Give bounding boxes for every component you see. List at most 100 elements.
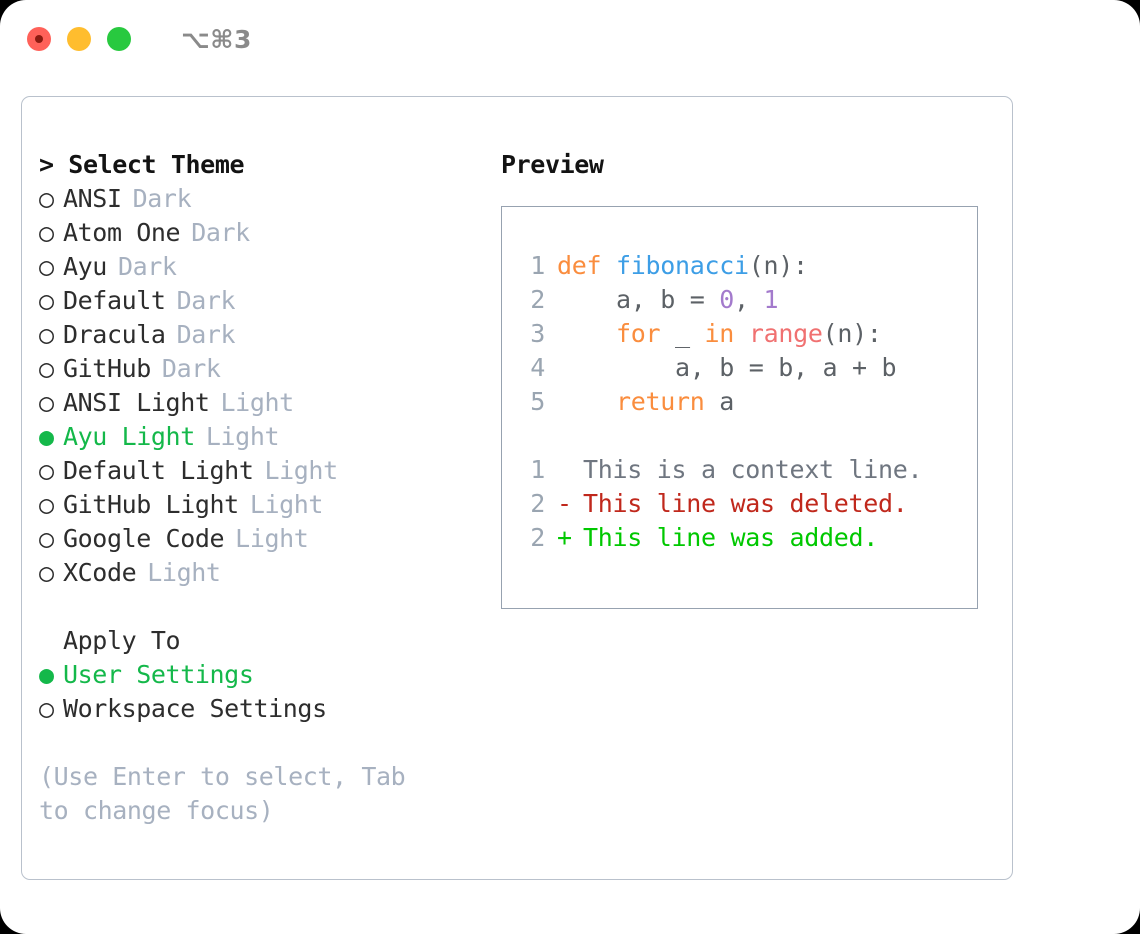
code-token-call: range [748,319,823,348]
line-number: 2 [530,489,545,518]
theme-option[interactable]: ○ Ayu Dark [39,250,479,284]
diff-marker: - [557,489,572,518]
code-token-num: 1 [763,285,779,314]
radio-unselected-icon[interactable]: ○ [39,252,54,281]
code-line: 4 a, b = b, a + b [515,351,977,385]
radio-unselected-icon[interactable]: ○ [39,694,54,723]
select-theme-heading: > Select Theme [39,150,245,179]
theme-option[interactable]: ● Ayu Light Light [39,420,479,454]
theme-option[interactable]: ○ ANSI Dark [39,182,479,216]
code-text: def fibonacci(n): [557,249,808,283]
theme-option[interactable]: ○ Dracula Dark [39,318,479,352]
diff-text: This is a context line. [583,455,923,484]
close-window-button[interactable] [27,27,51,51]
keyboard-shortcut-label: ⌥⌘3 [181,24,252,54]
theme-name-label: Ayu [63,252,107,281]
line-number: 5 [530,387,545,416]
theme-name-label: ANSI [63,184,122,213]
theme-name-label: Google Code [63,524,225,553]
radio-unselected-icon[interactable]: ○ [39,354,54,383]
preview-spacer [515,419,977,453]
theme-name-label: Dracula [63,320,166,349]
radio-selected-icon[interactable]: ● [39,660,54,689]
code-text: a, b = 0, 1 [557,283,779,317]
code-line: 5 return a [515,385,977,419]
radio-unselected-icon[interactable]: ○ [39,218,54,247]
diff-marker: + [557,523,572,552]
diff-line-ctx: 1 This is a context line. [515,453,977,487]
apply-to-option[interactable]: ● User Settings [39,658,479,692]
apply-to-label: Workspace Settings [63,694,327,723]
apply-to-list[interactable]: ● User Settings ○ Workspace Settings [39,658,479,726]
code-text: for _ in range(n): [557,317,882,351]
radio-unselected-icon[interactable]: ○ [39,490,54,519]
theme-variant-tag: Light [147,558,221,587]
diff-line-add: 2+This line was added. [515,521,977,555]
radio-unselected-icon[interactable]: ○ [39,320,54,349]
radio-unselected-icon[interactable]: ○ [39,388,54,417]
theme-variant-tag: Light [249,490,324,519]
theme-name-label: Ayu Light [63,422,195,451]
code-token-plain [557,319,616,348]
theme-name-label: Default Light [63,456,254,485]
code-token-num: 0 [719,285,735,314]
code-token-fn: fibonacci [616,251,749,280]
apply-to-label: User Settings [63,660,254,689]
window-controls [27,27,131,51]
code-text: a, b = b, a + b [557,351,897,385]
theme-variant-tag: Light [220,388,295,417]
apply-to-option[interactable]: ○ Workspace Settings [39,692,479,726]
line-number: 4 [530,353,545,382]
theme-variant-tag: Light [205,422,280,451]
title-bar: ⌥⌘3 [0,0,1140,78]
radio-selected-icon[interactable]: ● [39,422,54,451]
theme-name-label: XCode [63,558,137,587]
minimize-window-button[interactable] [67,27,91,51]
diff-text: This line was deleted. [583,489,908,518]
code-token-plain [557,387,616,416]
theme-variant-tag: Dark [176,320,236,349]
code-token-plain: (n): [748,251,808,280]
code-token-kw: in [704,319,735,348]
line-number: 2 [530,285,545,314]
theme-name-label: GitHub [63,354,151,383]
code-token-kw: for [616,319,661,348]
theme-variant-tag: Dark [132,184,192,213]
theme-variant-tag: Light [264,456,338,485]
maximize-window-button[interactable] [107,27,131,51]
code-token-kw: def [557,251,617,280]
code-line: 3 for _ in range(n): [515,317,977,351]
diff-marker [557,453,583,487]
code-token-plain [734,319,749,348]
code-token-plain: a, b = [557,285,720,314]
apply-to-section: Apply To ●User Settings○Workspace Settin… [39,624,479,726]
radio-unselected-icon[interactable]: ○ [39,286,54,315]
code-token-plain: , [734,285,764,314]
code-line: 2 a, b = 0, 1 [515,283,977,317]
radio-unselected-icon[interactable]: ○ [39,558,54,587]
radio-unselected-icon[interactable]: ○ [39,524,54,553]
diff-preview: 1 This is a context line.2-This line was… [515,453,977,555]
keyboard-hint-text: (Use Enter to select, Tab to change focu… [39,762,406,825]
preview-heading: Preview [501,150,604,179]
line-number: 2 [530,523,545,552]
theme-option[interactable]: ○ XCode Light [39,556,479,590]
theme-variant-tag: Dark [117,252,177,281]
radio-unselected-icon[interactable]: ○ [39,456,54,485]
theme-variant-tag: Dark [176,286,236,315]
code-text: return a [557,385,734,419]
code-token-kw: return [616,387,705,416]
theme-option[interactable]: ○ Default Light Light [39,454,479,488]
radio-unselected-icon[interactable]: ○ [39,184,54,213]
theme-variant-tag: Dark [191,218,250,247]
